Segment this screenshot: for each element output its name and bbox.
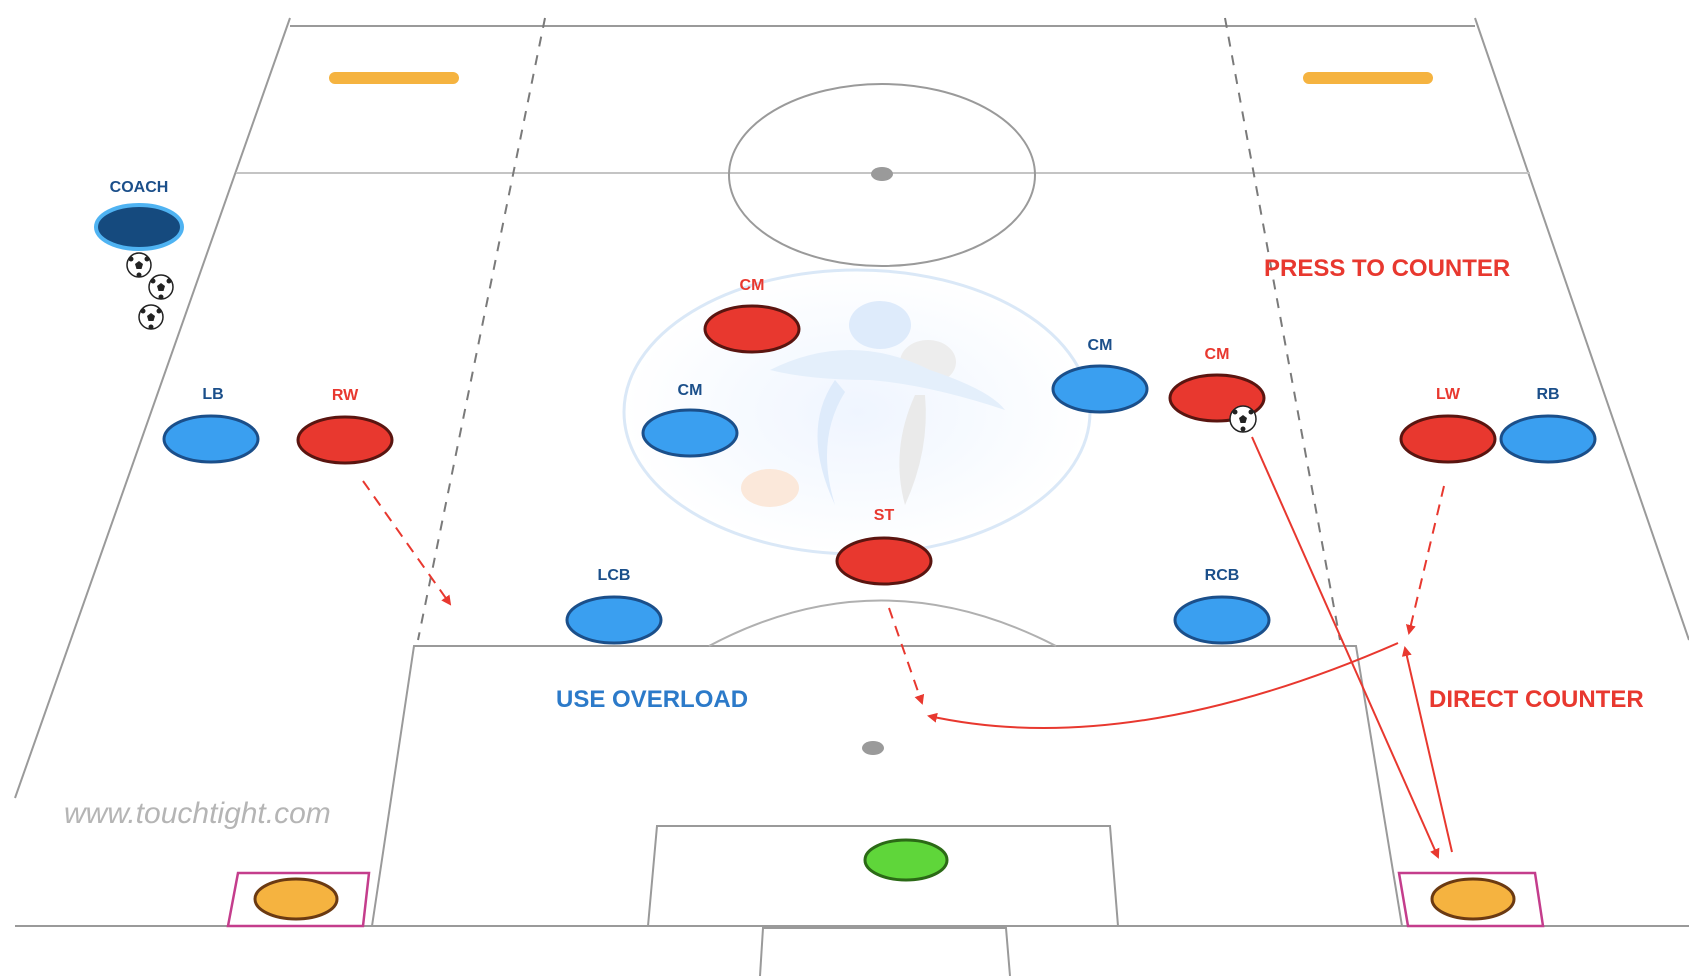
coach-label: COACH bbox=[110, 179, 169, 196]
penalty-area bbox=[371, 645, 1403, 927]
player-lb[interactable] bbox=[162, 414, 260, 464]
soccer-ball-icon bbox=[138, 304, 164, 330]
right-touchline bbox=[1474, 17, 1689, 641]
penalty-arc bbox=[708, 599, 1057, 647]
player-label-cm-ball: CM bbox=[1205, 346, 1230, 363]
player-rcb[interactable] bbox=[1173, 595, 1271, 645]
player-label-rcb: RCB bbox=[1205, 567, 1240, 584]
right-channel-line bbox=[1224, 17, 1341, 641]
player-label-rb: RB bbox=[1536, 386, 1559, 403]
player-lcb[interactable] bbox=[565, 595, 663, 645]
player-label-rw: RW bbox=[332, 387, 359, 404]
goalkeeper[interactable] bbox=[863, 838, 949, 882]
blue-team bbox=[162, 364, 1597, 645]
player-st[interactable] bbox=[835, 536, 933, 586]
red-team bbox=[296, 304, 1497, 586]
use-overload-label: USE OVERLOAD bbox=[556, 686, 748, 713]
player-label-lb: LB bbox=[202, 386, 223, 403]
movement-arrows bbox=[362, 436, 1453, 859]
player-rw[interactable] bbox=[296, 415, 394, 465]
player-label-lw: LW bbox=[1436, 386, 1461, 403]
soccer-ball-icon bbox=[148, 274, 174, 300]
player-label-cm-top: CM bbox=[740, 277, 765, 294]
direct-counter-pass-arrow bbox=[1251, 436, 1440, 859]
player-cm-left[interactable] bbox=[641, 408, 739, 458]
goal-frame bbox=[759, 927, 1011, 976]
left-goal-bar bbox=[329, 72, 459, 84]
player-label-cm-right: CM bbox=[1088, 337, 1113, 354]
player-cm-top[interactable] bbox=[703, 304, 801, 354]
soccer-ball-icon bbox=[126, 252, 152, 278]
target-player-left[interactable] bbox=[253, 877, 339, 921]
direct-counter-label: DIRECT COUNTER bbox=[1429, 686, 1644, 713]
st-run-arrow bbox=[888, 607, 925, 705]
right-goal-bar bbox=[1303, 72, 1433, 84]
press-to-counter-label: PRESS TO COUNTER bbox=[1264, 255, 1510, 282]
target-player-right[interactable] bbox=[1430, 877, 1516, 921]
left-touchline bbox=[14, 17, 291, 799]
left-channel-line bbox=[417, 17, 546, 641]
penalty-spot bbox=[862, 741, 884, 755]
ball-supply bbox=[126, 252, 174, 330]
switch-pass-arrow bbox=[927, 642, 1399, 729]
center-spot bbox=[871, 167, 893, 181]
coach-marker bbox=[94, 203, 184, 251]
player-lw[interactable] bbox=[1399, 414, 1497, 464]
website-watermark: www.touchtight.com bbox=[64, 797, 331, 830]
player-cm-right[interactable] bbox=[1051, 364, 1149, 414]
lw-run-arrow bbox=[1405, 485, 1445, 635]
player-label-cm-left: CM bbox=[678, 382, 703, 399]
player-label-st: ST bbox=[874, 507, 895, 524]
six-yard-box bbox=[647, 825, 1119, 927]
layoff-pass-arrow bbox=[1401, 646, 1453, 853]
left-target-box bbox=[226, 871, 371, 928]
player-label-lcb: LCB bbox=[598, 567, 631, 584]
right-target-box bbox=[1397, 871, 1545, 928]
player-rb[interactable] bbox=[1499, 414, 1597, 464]
center-circle bbox=[728, 83, 1036, 267]
rw-run-arrow bbox=[362, 480, 452, 606]
match-ball-icon bbox=[1229, 405, 1257, 433]
